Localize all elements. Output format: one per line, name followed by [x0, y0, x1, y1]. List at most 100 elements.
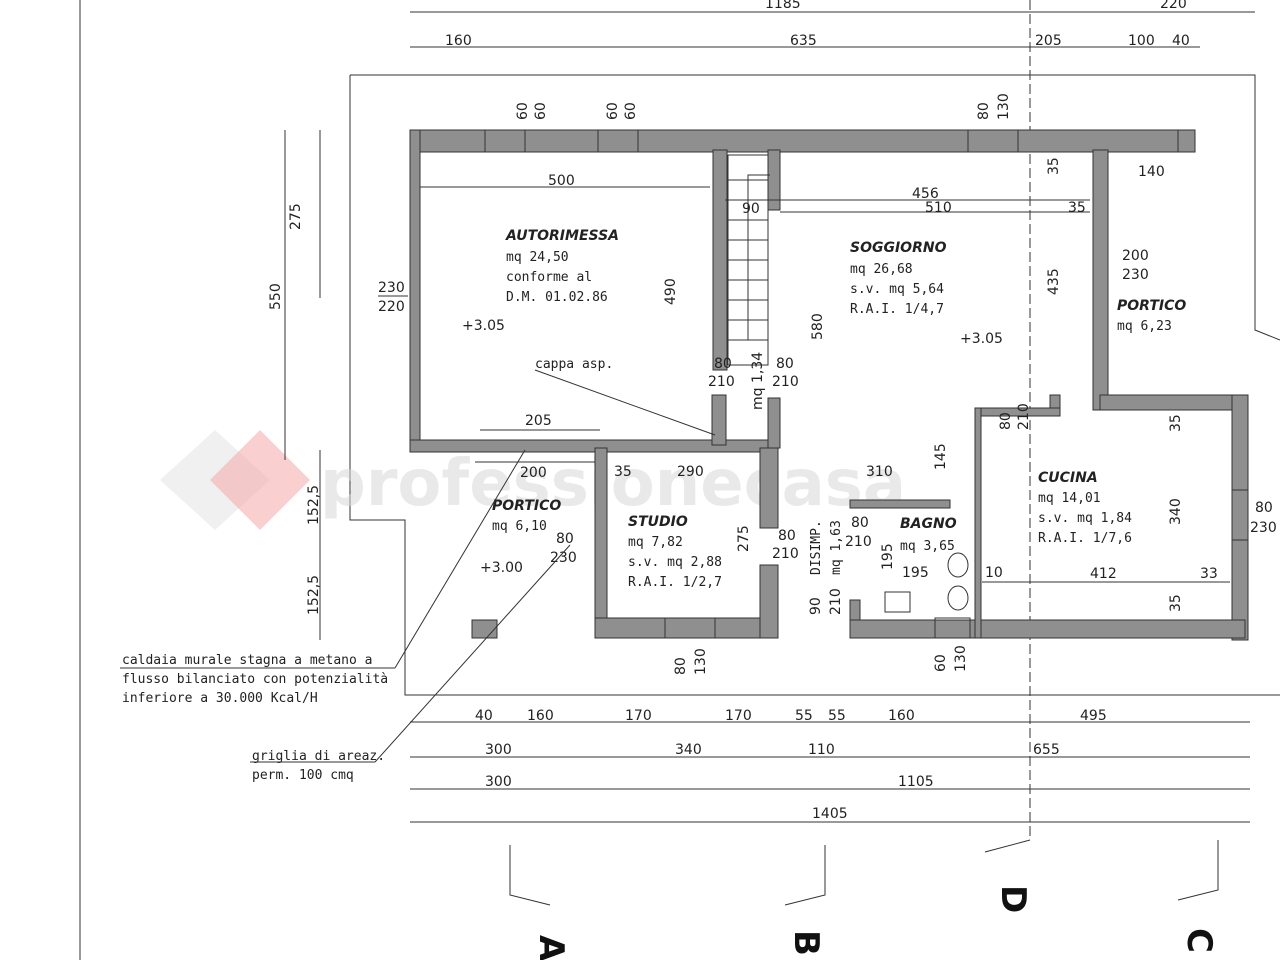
studio-height: 275: [736, 525, 752, 552]
soggiorno-side: 35: [1068, 200, 1086, 216]
win1-b: 60: [533, 102, 549, 120]
studio-door-b: 230: [550, 550, 577, 566]
disimp-door-a: 90: [808, 597, 824, 615]
dim-b1-5: 55: [828, 708, 846, 724]
note-griglia-2: perm. 100 cmq: [252, 768, 354, 783]
stair-dim-90: 90: [742, 201, 760, 217]
cucina-33: 33: [1200, 566, 1218, 582]
studio-w2: 290: [677, 464, 704, 480]
dim-b1-3: 170: [725, 708, 752, 724]
win3-a: 80: [976, 102, 992, 120]
dim-b4-0: 1405: [812, 806, 848, 822]
dim-b1-7: 495: [1080, 708, 1107, 724]
cucina-area: mq 14,01: [1038, 491, 1101, 506]
win-bagno-b: 130: [953, 645, 969, 672]
autorimessa-width: 500: [548, 173, 575, 189]
studio-door-a: 80: [556, 531, 574, 547]
dim-left-275: 275: [288, 203, 304, 230]
win-cucina-b: 230: [1250, 520, 1277, 536]
dim-top-160: 160: [445, 33, 472, 49]
autorimessa-door-a: 230: [378, 280, 405, 296]
disimp-area: mq 1,63: [829, 520, 844, 575]
dim-b1-0: 40: [475, 708, 493, 724]
win2-b: 60: [623, 102, 639, 120]
dim-b3-1: 1105: [898, 774, 934, 790]
autorimessa-note: conforme al: [506, 270, 592, 285]
autorimessa-inner: 205: [525, 413, 552, 429]
soggiorno-rai: R.A.I. 1/4,7: [850, 302, 944, 317]
portico-sx-name: PORTICO: [492, 498, 561, 514]
bagno-width: 195: [902, 565, 929, 581]
section-d-label: D: [993, 885, 1033, 913]
section-d-marker: [984, 839, 1031, 853]
soggiorno-height: 435: [1046, 268, 1062, 295]
autorimessa-level: +3.05: [462, 318, 505, 334]
portico-sx-width: 200: [520, 465, 547, 481]
portico-dx-door-b: 230: [1122, 267, 1149, 283]
win2-a: 60: [605, 102, 621, 120]
studio-rai: R.A.I. 1/2,7: [628, 575, 722, 590]
site-outline-top: [350, 74, 1280, 341]
autorimessa-name: AUTORIMESSA: [505, 228, 619, 244]
dim-left-152-b: 152,5: [306, 575, 322, 615]
section-b-marker: [784, 845, 826, 906]
dim-top-100: 100: [1128, 33, 1155, 49]
cucina-name: CUCINA: [1038, 470, 1098, 486]
soggiorno-w2: 510: [925, 200, 952, 216]
stair-dim-580: 580: [810, 313, 826, 340]
dim-b1-2: 170: [625, 708, 652, 724]
win-cucina-a: 80: [1255, 500, 1273, 516]
soggiorno-door-a: 80: [998, 412, 1014, 430]
studio-sv: s.v. mq 2,88: [628, 555, 722, 570]
dim-b2-3: 655: [1033, 742, 1060, 758]
cucina-height: 340: [1168, 498, 1184, 525]
dim-b1-6: 160: [888, 708, 915, 724]
leader-caldaia: [394, 449, 526, 669]
leader-cappa: [534, 369, 716, 436]
leader-griglia: [374, 544, 571, 763]
autorimessa-area: mq 24,50: [506, 250, 569, 265]
soggiorno-145: 145: [933, 443, 949, 470]
watermark-text: professionecasa: [320, 447, 906, 521]
autorimessa-dm: D.M. 01.02.86: [506, 290, 608, 305]
portico-dx-area: mq 6,23: [1117, 319, 1172, 334]
bagno-10: 10: [985, 565, 1003, 581]
soggiorno-name: SOGGIORNO: [850, 240, 947, 256]
note-cappa: cappa asp.: [535, 357, 613, 372]
toilet-fixtures: [884, 552, 969, 613]
site-outline-bottom: [349, 75, 1280, 696]
watermark-logo: [160, 430, 310, 530]
bagno-area: mq 3,65: [900, 539, 955, 554]
section-c-label: C: [1179, 928, 1219, 953]
dim-top-right-total: 220: [1160, 0, 1187, 12]
section-b-label: B: [786, 930, 826, 956]
cucina-35-a: 35: [1168, 414, 1184, 432]
dim-left-550: 550: [268, 283, 284, 310]
dim-b3-0: 300: [485, 774, 512, 790]
note-griglia-1: griglia di areaz.: [252, 749, 385, 764]
staircase: [727, 154, 770, 366]
disimp-door-b: 210: [828, 588, 844, 615]
studio-area: mq 7,82: [628, 535, 683, 550]
dim-left-152-a: 152,5: [306, 485, 322, 525]
win3-b: 130: [996, 93, 1012, 120]
note-caldaia-3: inferiore a 30.000 Kcal/H: [122, 691, 318, 706]
dim-b2-2: 110: [808, 742, 835, 758]
win-studio-b: 130: [693, 648, 709, 675]
stair-area: mq 1,34: [750, 352, 766, 410]
cucina-sv: s.v. mq 1,84: [1038, 511, 1132, 526]
dim-b1-1: 160: [527, 708, 554, 724]
dim-top-205: 205: [1035, 33, 1062, 49]
soggiorno-sv: s.v. mq 5,64: [850, 282, 944, 297]
soggiorno-area: mq 26,68: [850, 262, 913, 277]
section-a-label: A: [531, 935, 571, 960]
autorimessa-height: 490: [663, 278, 679, 305]
portico-dx-name: PORTICO: [1117, 298, 1186, 314]
autorimessa-door-b: 220: [378, 299, 405, 315]
disimp-width: 310: [866, 464, 893, 480]
bagno-door-a: 80: [851, 515, 869, 531]
dim-top-40: 40: [1172, 33, 1190, 49]
stair-door-r-a: 80: [776, 356, 794, 372]
note-caldaia-1: caldaia murale stagna a metano a: [122, 653, 372, 668]
soggiorno-door-b: 210: [1016, 403, 1032, 430]
